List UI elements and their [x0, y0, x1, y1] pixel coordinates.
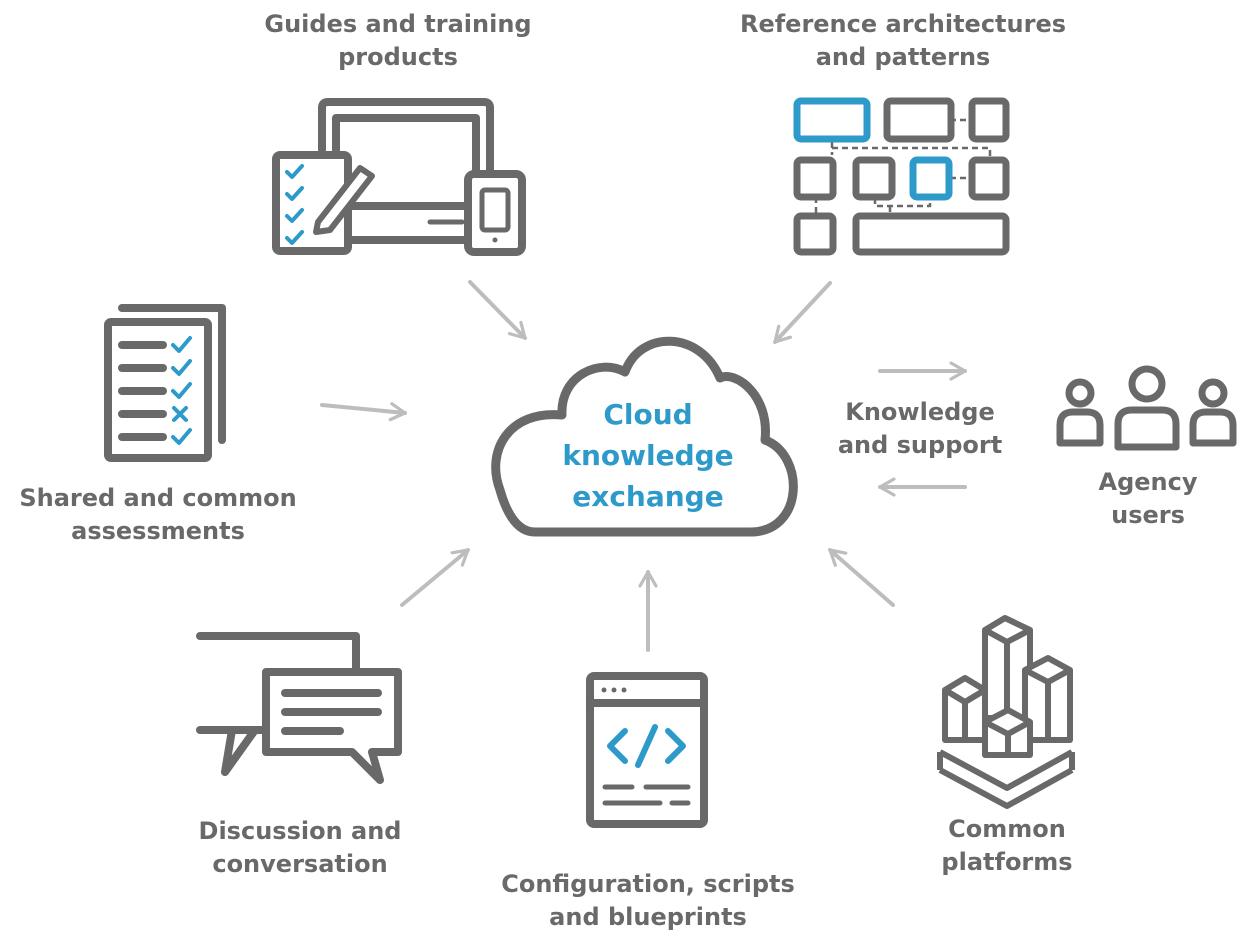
discussion-label-line1: Discussion and: [198, 817, 402, 845]
center-label-line3: exchange: [572, 480, 724, 513]
arrow-platforms: [828, 548, 895, 607]
guides-label-line1: Guides and training: [264, 10, 532, 38]
agency-label-line2: users: [1111, 501, 1185, 529]
agency-label-line1: Agency: [1098, 468, 1198, 496]
assessments-label: Shared and common assessments: [8, 482, 308, 548]
chat-bubbles-icon: [196, 632, 402, 784]
config-label: Configuration, scripts and blueprints: [490, 868, 806, 934]
discussion-label-line2: conversation: [212, 850, 388, 878]
arrow-assessments: [320, 402, 407, 422]
cloud-icon: [491, 336, 798, 537]
center-node-label: Cloud knowledge exchange: [540, 394, 756, 517]
architecture-blocks-icon: [793, 97, 1010, 256]
users-group-icon: [1056, 365, 1237, 451]
code-window-icon: [586, 672, 708, 828]
arrow-reference: [773, 281, 832, 344]
assessments-label-line1: Shared and common: [19, 484, 297, 512]
arrow-discussion: [400, 548, 470, 607]
arrow-guides: [468, 280, 527, 340]
knowledge-support-line1: Knowledge: [845, 398, 995, 426]
assessments-label-line2: assessments: [71, 517, 245, 545]
training-devices-icon: [272, 98, 526, 256]
config-label-line1: Configuration, scripts: [501, 870, 795, 898]
discussion-label: Discussion and conversation: [192, 815, 408, 881]
reference-label-line2: and patterns: [815, 43, 991, 71]
guides-label-line2: products: [338, 43, 458, 71]
reference-label-line1: Reference architectures: [739, 10, 1067, 38]
platform-blocks-icon: [937, 615, 1075, 809]
center-label-line1: Cloud: [603, 398, 693, 431]
guides-label: Guides and training products: [258, 8, 538, 74]
platforms-label-line1: Common: [948, 815, 1066, 843]
knowledge-support-line2: and support: [837, 431, 1003, 459]
agency-label: Agency users: [1078, 466, 1218, 532]
config-label-line2: and blueprints: [549, 903, 747, 931]
checklist-documents-icon: [104, 304, 226, 462]
knowledge-support-label: Knowledge and support: [830, 396, 1010, 462]
arrows: [320, 280, 967, 652]
center-label-line2: knowledge: [562, 439, 734, 472]
platforms-label: Common platforms: [930, 813, 1084, 879]
platforms-label-line2: platforms: [941, 848, 1073, 876]
reference-label: Reference architectures and patterns: [730, 8, 1076, 74]
